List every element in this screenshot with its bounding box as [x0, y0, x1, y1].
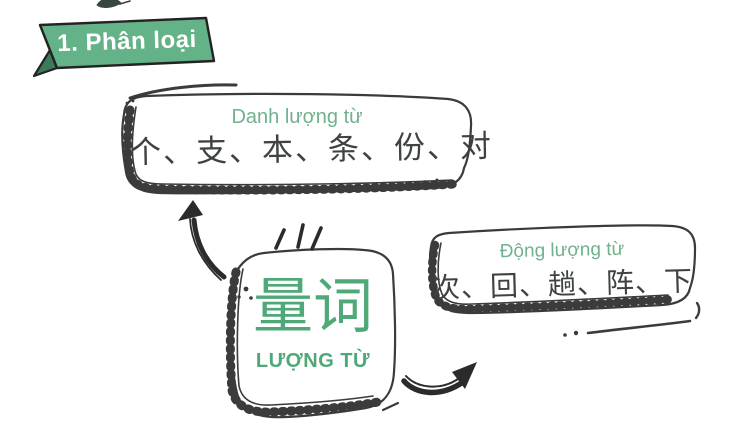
hatch-band [122, 105, 460, 195]
underline-doodle [586, 319, 692, 335]
hatch-band [427, 240, 679, 314]
emphasis-ticks-icon [274, 223, 323, 251]
arrow-right-icon [401, 362, 477, 396]
arrow-up-left-icon [178, 200, 227, 281]
noun-box-title: Danh lượng từ [231, 106, 363, 128]
section-badge-label: 1. Phân loại [56, 25, 198, 58]
comma-doodle [694, 301, 701, 320]
verb-classifier-box [427, 224, 701, 337]
overdraw-stroke [128, 83, 238, 100]
center-node-hanzi: 量词 [253, 272, 373, 342]
noun-box-examples: 个、支、本、条、份、对 [129, 128, 494, 171]
center-node-label: LƯỢNG TỪ [255, 350, 371, 372]
center-node-box [225, 247, 400, 419]
corner-dash [381, 401, 400, 412]
noun-classifier-box [121, 83, 473, 195]
leaf-doodle-icon [96, 0, 131, 8]
section-badge [32, 16, 216, 78]
hatch-band [225, 267, 383, 417]
